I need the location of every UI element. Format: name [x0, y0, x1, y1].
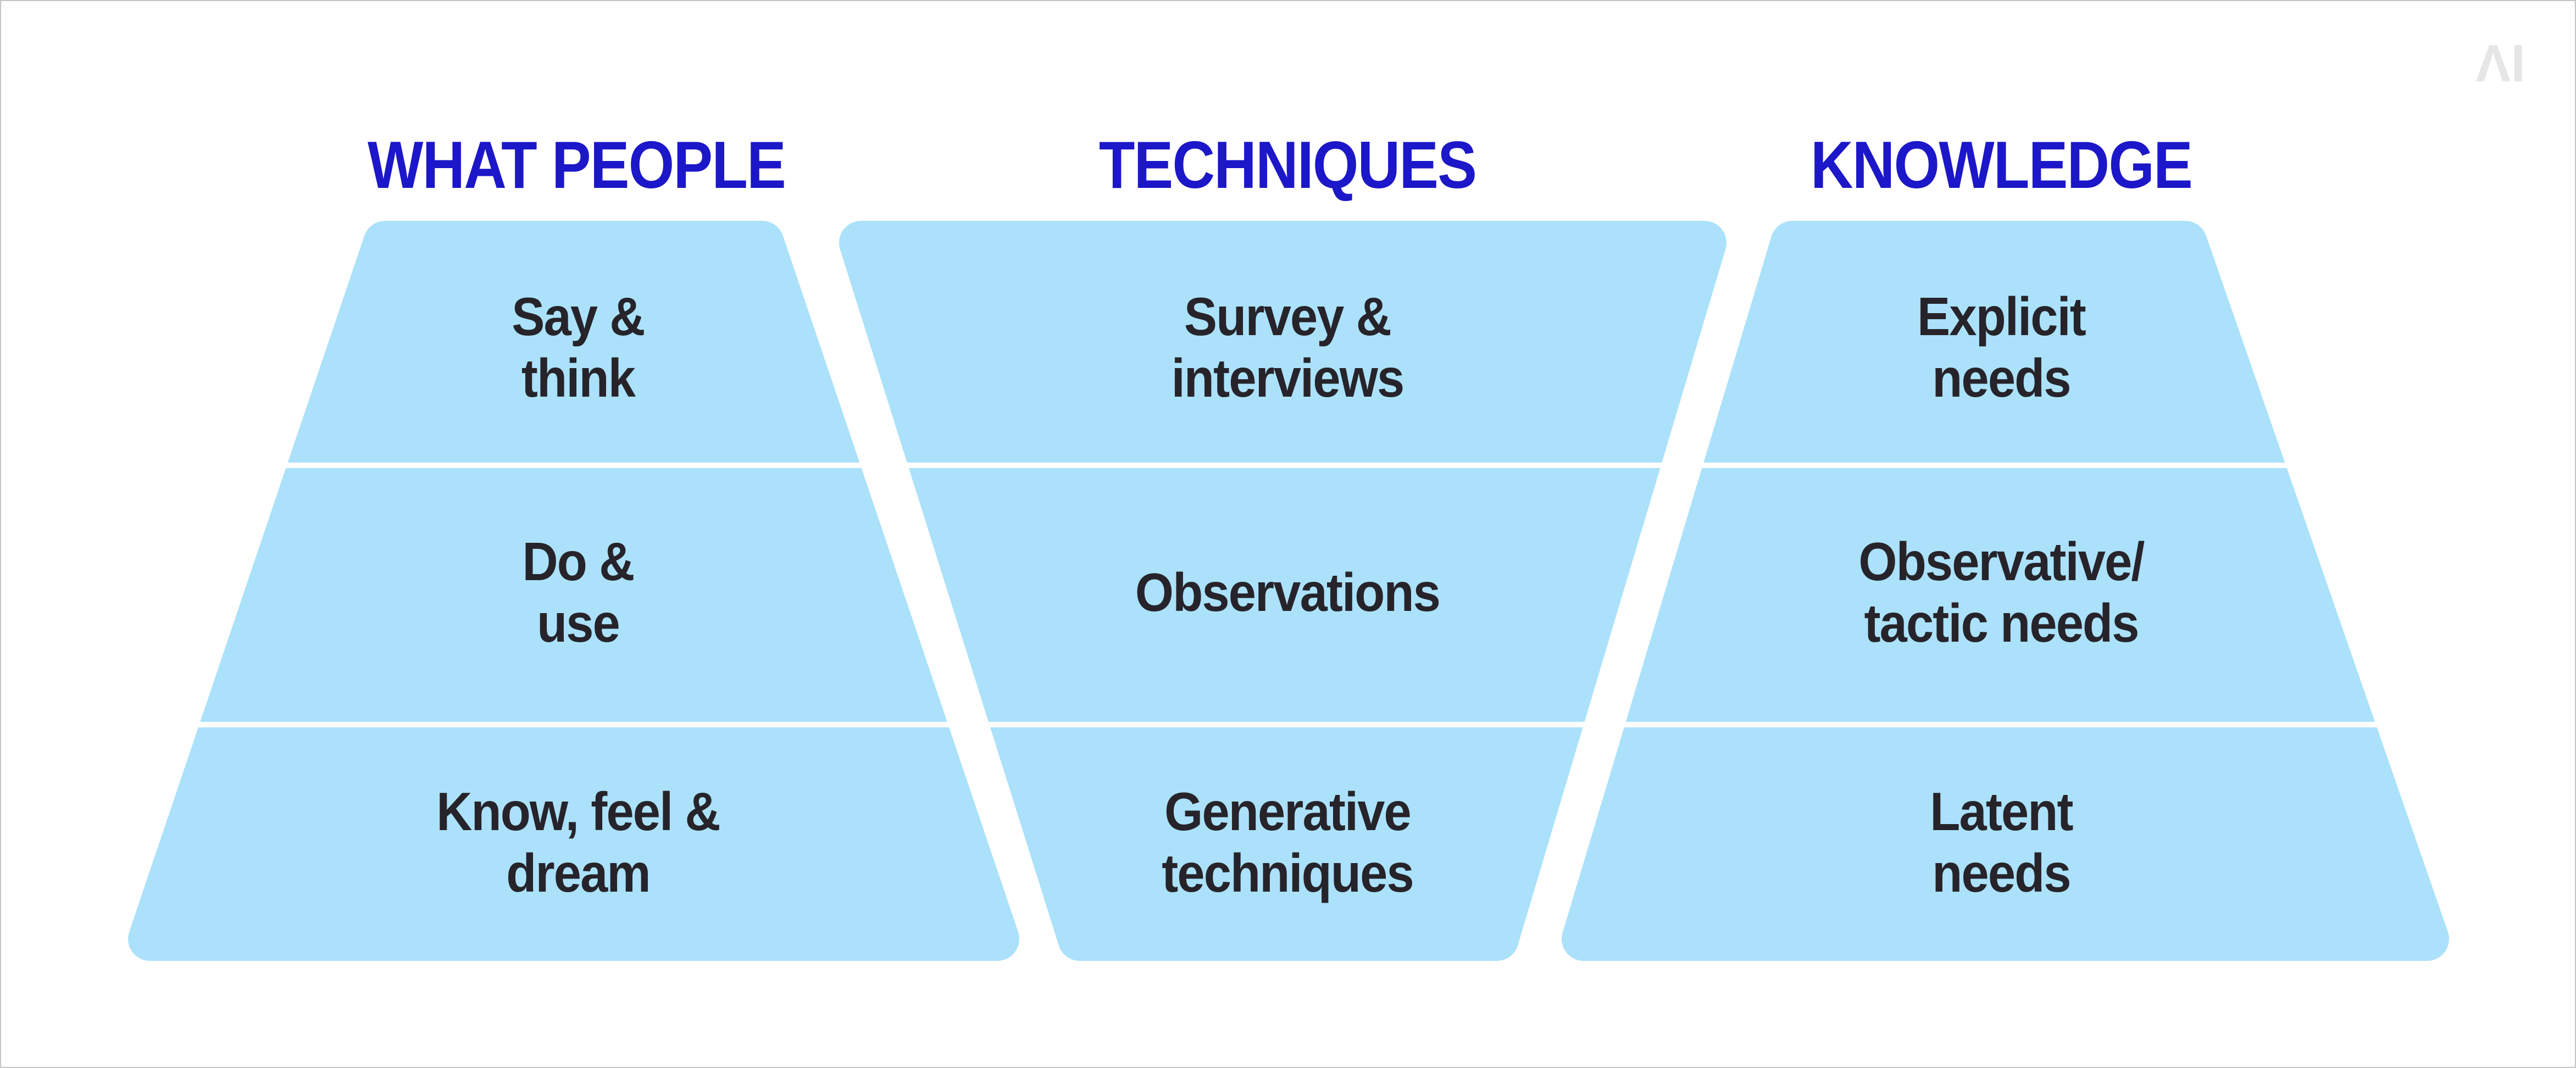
label-line: Survey &	[1184, 286, 1392, 347]
label-line: Observative/	[1858, 531, 2145, 592]
label-line: Latent	[1930, 781, 2073, 842]
label-line: think	[521, 348, 636, 408]
label-line: Generative	[1164, 781, 1412, 842]
label-survey-interviews: Survey & interviews	[1009, 284, 1565, 410]
label-line: Say &	[512, 286, 645, 347]
trapezoid-techniques	[839, 221, 1726, 961]
label-do-use: Do & use	[300, 529, 856, 655]
label-know-feel-dream: Know, feel & dream	[300, 779, 856, 905]
label-line: use	[537, 593, 620, 653]
row-divider-2	[1, 722, 2575, 727]
column-header-what-people: WHAT PEOPLE	[367, 127, 786, 202]
label-line: needs	[1932, 843, 2071, 903]
label-observative-tactic-needs: Observative/ tactic needs	[1723, 529, 2279, 655]
label-observations: Observations	[1009, 529, 1565, 655]
label-line: needs	[1932, 348, 2071, 408]
row-divider-1	[1, 463, 2575, 468]
label-line: Know, feel &	[436, 781, 720, 842]
trapezoid-what-people	[128, 221, 1019, 961]
label-line: dream	[506, 843, 651, 903]
label-line: interviews	[1171, 348, 1404, 408]
label-line: techniques	[1162, 843, 1414, 903]
label-line: Observations	[1135, 562, 1441, 622]
ai-watermark-logo: ΛI	[2475, 34, 2525, 93]
trapezoid-knowledge	[1562, 221, 2449, 961]
label-explicit-needs: Explicit needs	[1723, 284, 2279, 410]
label-line: Explicit	[1917, 286, 2086, 347]
column-header-knowledge: KNOWLEDGE	[1811, 127, 2193, 202]
column-header-techniques: TECHNIQUES	[1098, 127, 1477, 202]
label-line: Do &	[522, 531, 635, 592]
label-line: tactic needs	[1864, 593, 2139, 653]
label-generative-techniques: Generative techniques	[1009, 779, 1565, 905]
label-latent-needs: Latent needs	[1723, 779, 2279, 905]
label-say-think: Say & think	[300, 284, 856, 410]
